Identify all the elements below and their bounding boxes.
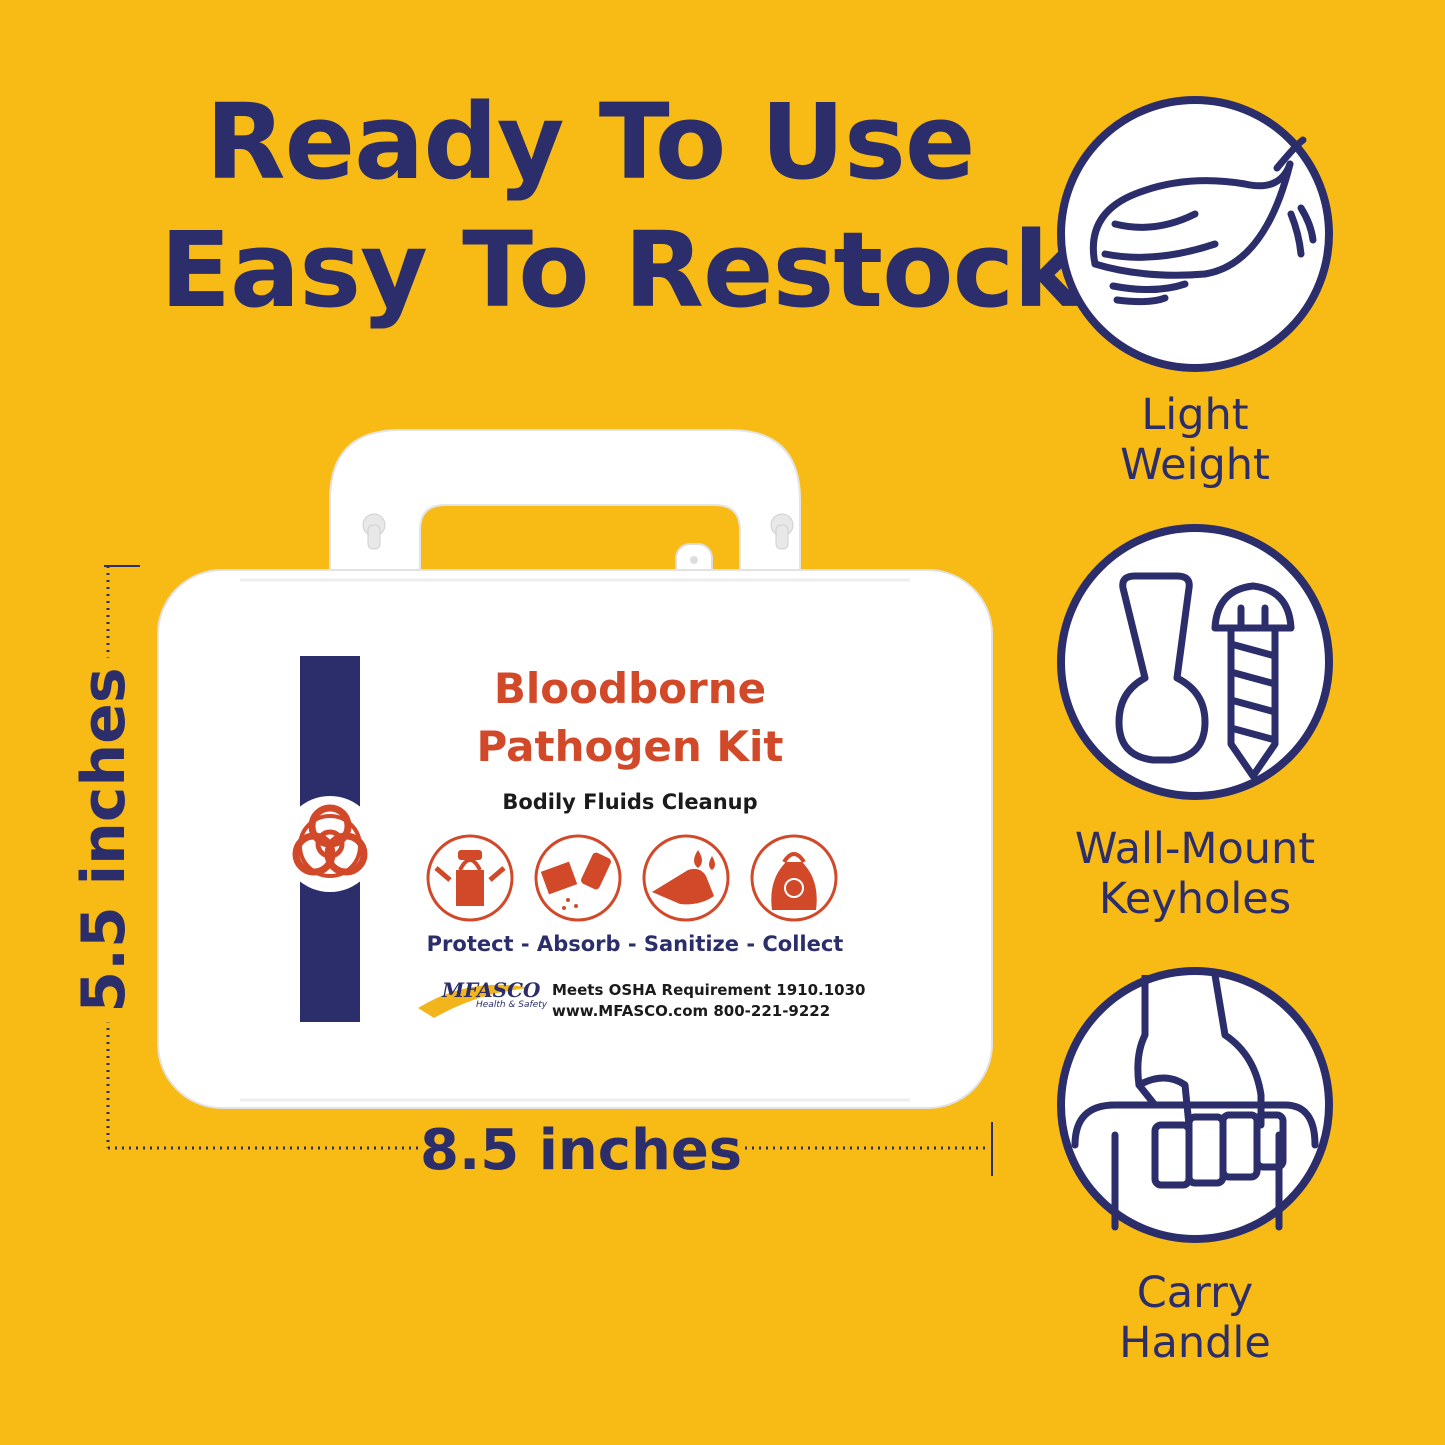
absorb-icon: [534, 834, 622, 922]
kit-title-line-1: Bloodborne: [493, 664, 767, 713]
keyhole-left: [362, 513, 386, 550]
width-dimension-label: 8.5 inches: [420, 1118, 743, 1183]
sanitize-icon: [642, 834, 730, 922]
brand-logo: MFASCO Health & Safety: [428, 978, 548, 1016]
hand-grip-icon: [1057, 967, 1333, 1243]
kit-info: Meets OSHA Requirement 1910.1030 www.MFA…: [552, 980, 865, 1022]
feature-label-wall-mount: Wall-Mount Keyholes: [1030, 824, 1360, 924]
feature-line-1: Wall-Mount: [1074, 824, 1316, 874]
feature-line-2: Handle: [1119, 1318, 1271, 1368]
kit-subtitle: Bodily Fluids Cleanup: [502, 790, 758, 814]
feature-label-carry-handle: Carry Handle: [1030, 1268, 1360, 1368]
brand-sub: Health & Safety: [476, 1000, 548, 1010]
keyhole-screw-icon: [1057, 524, 1333, 800]
kit-case: [157, 429, 993, 1109]
feature-line-2: Weight: [1120, 440, 1270, 490]
kit-steps: Protect - Absorb - Sanitize - Collect: [426, 932, 844, 956]
brand-name: MFASCO: [442, 978, 541, 1002]
headline-line-1: Ready To Use: [205, 81, 976, 203]
feature-line-1: Light: [1141, 390, 1249, 440]
headline: Ready To Use Easy To Restock: [160, 78, 1082, 334]
feature-line-2: Keyholes: [1098, 874, 1292, 924]
feather-icon: [1057, 96, 1333, 372]
keyhole-right: [770, 513, 794, 550]
kit-info-line-1: Meets OSHA Requirement 1910.1030: [552, 981, 866, 999]
kit-handle: [329, 429, 801, 581]
kit-title: Bloodborne Pathogen Kit: [420, 660, 840, 776]
feature-label-light-weight: Light Weight: [1030, 390, 1360, 490]
height-dimension-label: 5.5 inches: [69, 657, 139, 1023]
collect-icon: [750, 834, 838, 922]
headline-line-2: Easy To Restock: [160, 209, 1082, 331]
protect-icon: [426, 834, 514, 922]
feature-line-1: Carry: [1136, 1268, 1254, 1318]
kit-title-line-2: Pathogen Kit: [476, 722, 784, 771]
kit-info-line-2: www.MFASCO.com 800-221-9222: [552, 1002, 831, 1020]
biohazard-icon: [292, 804, 368, 878]
